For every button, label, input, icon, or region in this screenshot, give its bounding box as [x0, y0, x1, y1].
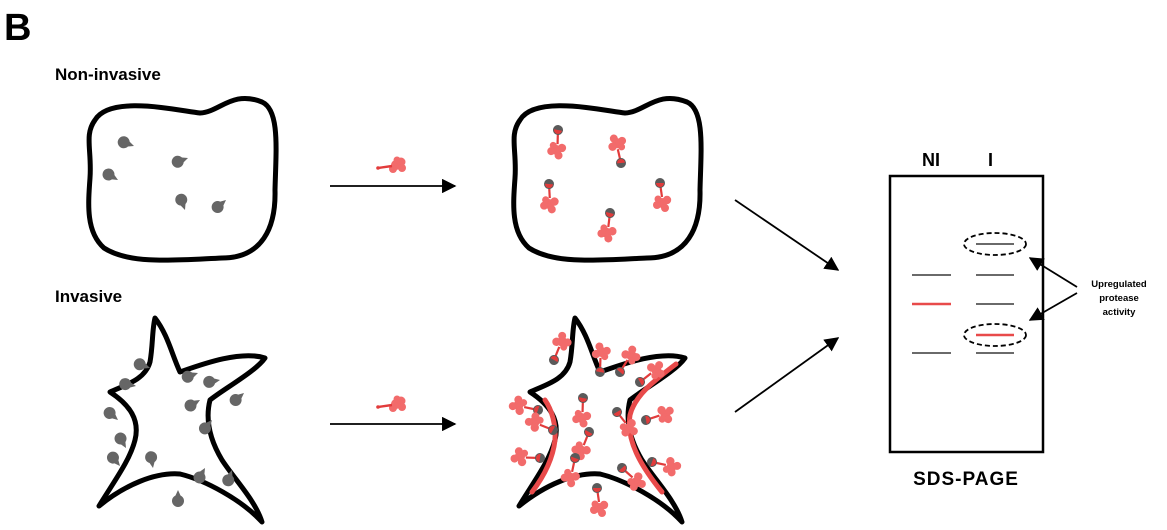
- panel-letter: B: [4, 7, 31, 49]
- protease-icons-non-invasive: [100, 135, 230, 216]
- gel-caption: SDS-PAGE: [913, 469, 1019, 490]
- dashed-ellipse-icons: [964, 233, 1026, 346]
- annotation-line-2: protease: [1099, 293, 1139, 304]
- lane-label-ni: NI: [922, 150, 940, 170]
- gel-bands: [912, 244, 1014, 353]
- bound-probe-icons-non-invasive: [539, 124, 671, 244]
- annotation-arrow-bottom: [1030, 293, 1077, 320]
- row-label-non-invasive: Non-invasive: [55, 65, 161, 84]
- row-label-invasive: Invasive: [55, 287, 122, 306]
- arrow-to-gel-bottom: [735, 338, 838, 412]
- annotation-line-3: activity: [1103, 307, 1136, 318]
- gel-frame: [890, 176, 1043, 452]
- lane-label-i: I: [988, 150, 993, 170]
- invasive-cell: [99, 318, 265, 522]
- probe-icon-bottom: [376, 396, 406, 413]
- arrow-to-gel-top: [735, 200, 838, 270]
- annotation-arrow-top: [1030, 258, 1077, 287]
- probe-icon-top: [376, 157, 406, 174]
- annotation-line-1: Upregulated: [1091, 279, 1147, 290]
- protease-icons-invasive: [101, 357, 248, 507]
